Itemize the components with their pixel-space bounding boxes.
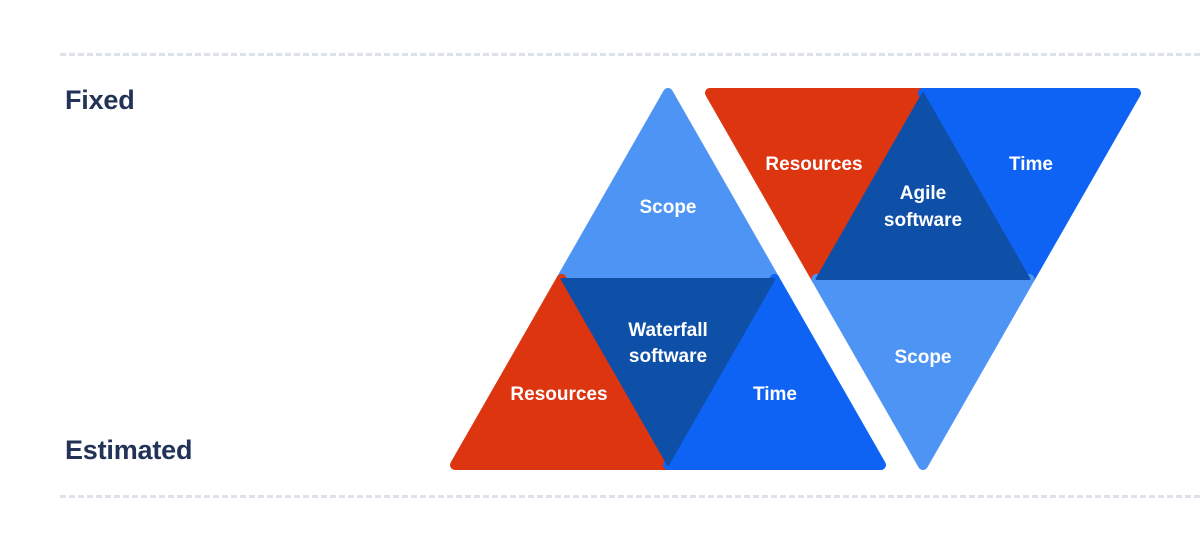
triangle-agile: Resources Time Scope Agile software [705, 88, 1141, 470]
estimated-guide-line [60, 495, 1200, 498]
segment-waterfall-core[interactable] [560, 278, 776, 466]
axis-label-fixed: Fixed [65, 85, 135, 115]
label-agile-core-line1: Agile [900, 183, 946, 204]
label-waterfall-scope: Scope [639, 197, 696, 218]
label-waterfall-resources: Resources [510, 384, 607, 405]
axis-label-estimated: Estimated [65, 435, 193, 465]
label-waterfall-core-line2: software [629, 346, 707, 367]
label-agile-core-line2: software [884, 210, 962, 231]
label-waterfall-time: Time [753, 384, 797, 405]
triangle-waterfall: Scope Resources Time Waterfall software [450, 88, 886, 470]
label-waterfall-core-line1: Waterfall [628, 320, 708, 341]
segment-agile-core[interactable] [815, 92, 1031, 280]
label-agile-resources: Resources [765, 154, 862, 175]
label-agile-scope: Scope [894, 347, 951, 368]
label-agile-time: Time [1009, 154, 1053, 175]
fixed-guide-line [60, 53, 1200, 56]
